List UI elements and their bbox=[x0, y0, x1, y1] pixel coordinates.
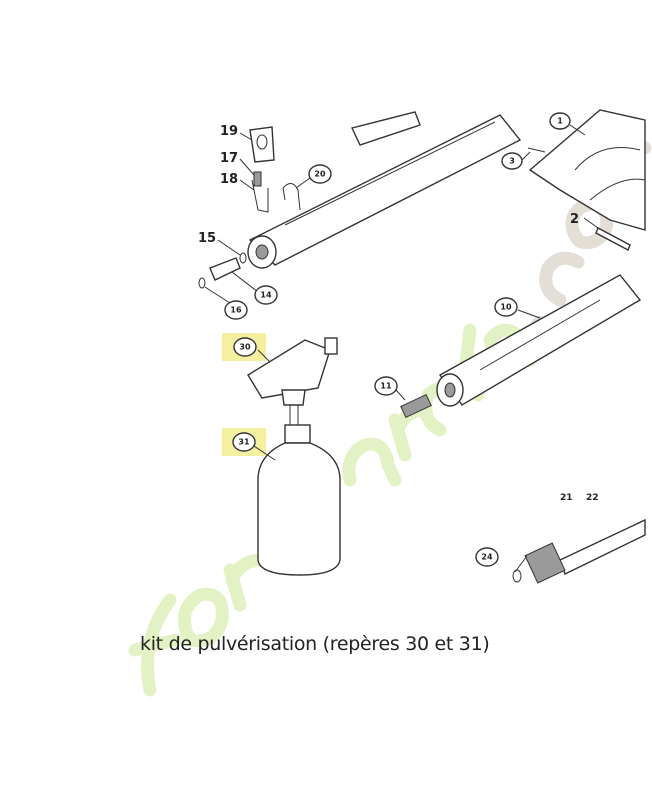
label-21: 21 bbox=[560, 493, 573, 503]
callout-16: 16 bbox=[224, 300, 248, 320]
spring-17 bbox=[253, 171, 262, 187]
oring-15 bbox=[239, 252, 247, 264]
svg-text:20: 20 bbox=[314, 170, 326, 179]
leader-lines bbox=[204, 124, 599, 573]
svg-text:10: 10 bbox=[500, 303, 512, 312]
label-18: 18 bbox=[220, 172, 238, 187]
extension-tube-10 bbox=[436, 274, 642, 407]
label-19: 19 bbox=[220, 124, 238, 139]
oring-24 bbox=[512, 569, 522, 583]
plate-19 bbox=[249, 126, 275, 163]
svg-text:3: 3 bbox=[509, 157, 515, 166]
svg-text:31: 31 bbox=[238, 438, 250, 447]
callout-30: 30 bbox=[233, 337, 257, 357]
watermark-logo bbox=[128, 139, 652, 697]
label-15: 15 bbox=[198, 231, 216, 246]
callout-11: 11 bbox=[374, 376, 398, 396]
nozzle-14 bbox=[209, 257, 241, 281]
oring-16 bbox=[198, 277, 206, 289]
svg-text:14: 14 bbox=[260, 291, 272, 300]
callout-31: 31 bbox=[232, 432, 256, 452]
svg-text:1: 1 bbox=[557, 117, 563, 126]
clip-20 bbox=[282, 183, 301, 211]
callout-1: 1 bbox=[549, 112, 571, 130]
svg-text:24: 24 bbox=[481, 553, 493, 562]
callout-3: 3 bbox=[501, 152, 523, 170]
label-17: 17 bbox=[220, 151, 238, 166]
diagram-caption: kit de pulvérisation (repères 30 et 31) bbox=[140, 633, 490, 655]
screw-3 bbox=[527, 147, 546, 153]
svg-text:30: 30 bbox=[239, 343, 251, 352]
callout-20: 20 bbox=[308, 164, 332, 184]
callout-14: 14 bbox=[254, 285, 278, 305]
hose-21-22 bbox=[524, 518, 646, 584]
spray-bottle-31 bbox=[257, 424, 341, 576]
foam-nozzle-30 bbox=[247, 337, 338, 430]
label-2: 2 bbox=[570, 212, 579, 227]
lance-tube bbox=[247, 114, 522, 269]
callout-10: 10 bbox=[494, 297, 518, 317]
label-22: 22 bbox=[586, 493, 599, 503]
svg-text:11: 11 bbox=[380, 382, 392, 391]
clip-18 bbox=[251, 179, 269, 213]
spring-11 bbox=[400, 393, 432, 419]
handle-body bbox=[528, 109, 646, 231]
svg-text:16: 16 bbox=[230, 306, 242, 315]
callout-24: 24 bbox=[475, 547, 499, 567]
pin-2 bbox=[595, 227, 631, 251]
grip-piece-top bbox=[351, 111, 421, 146]
